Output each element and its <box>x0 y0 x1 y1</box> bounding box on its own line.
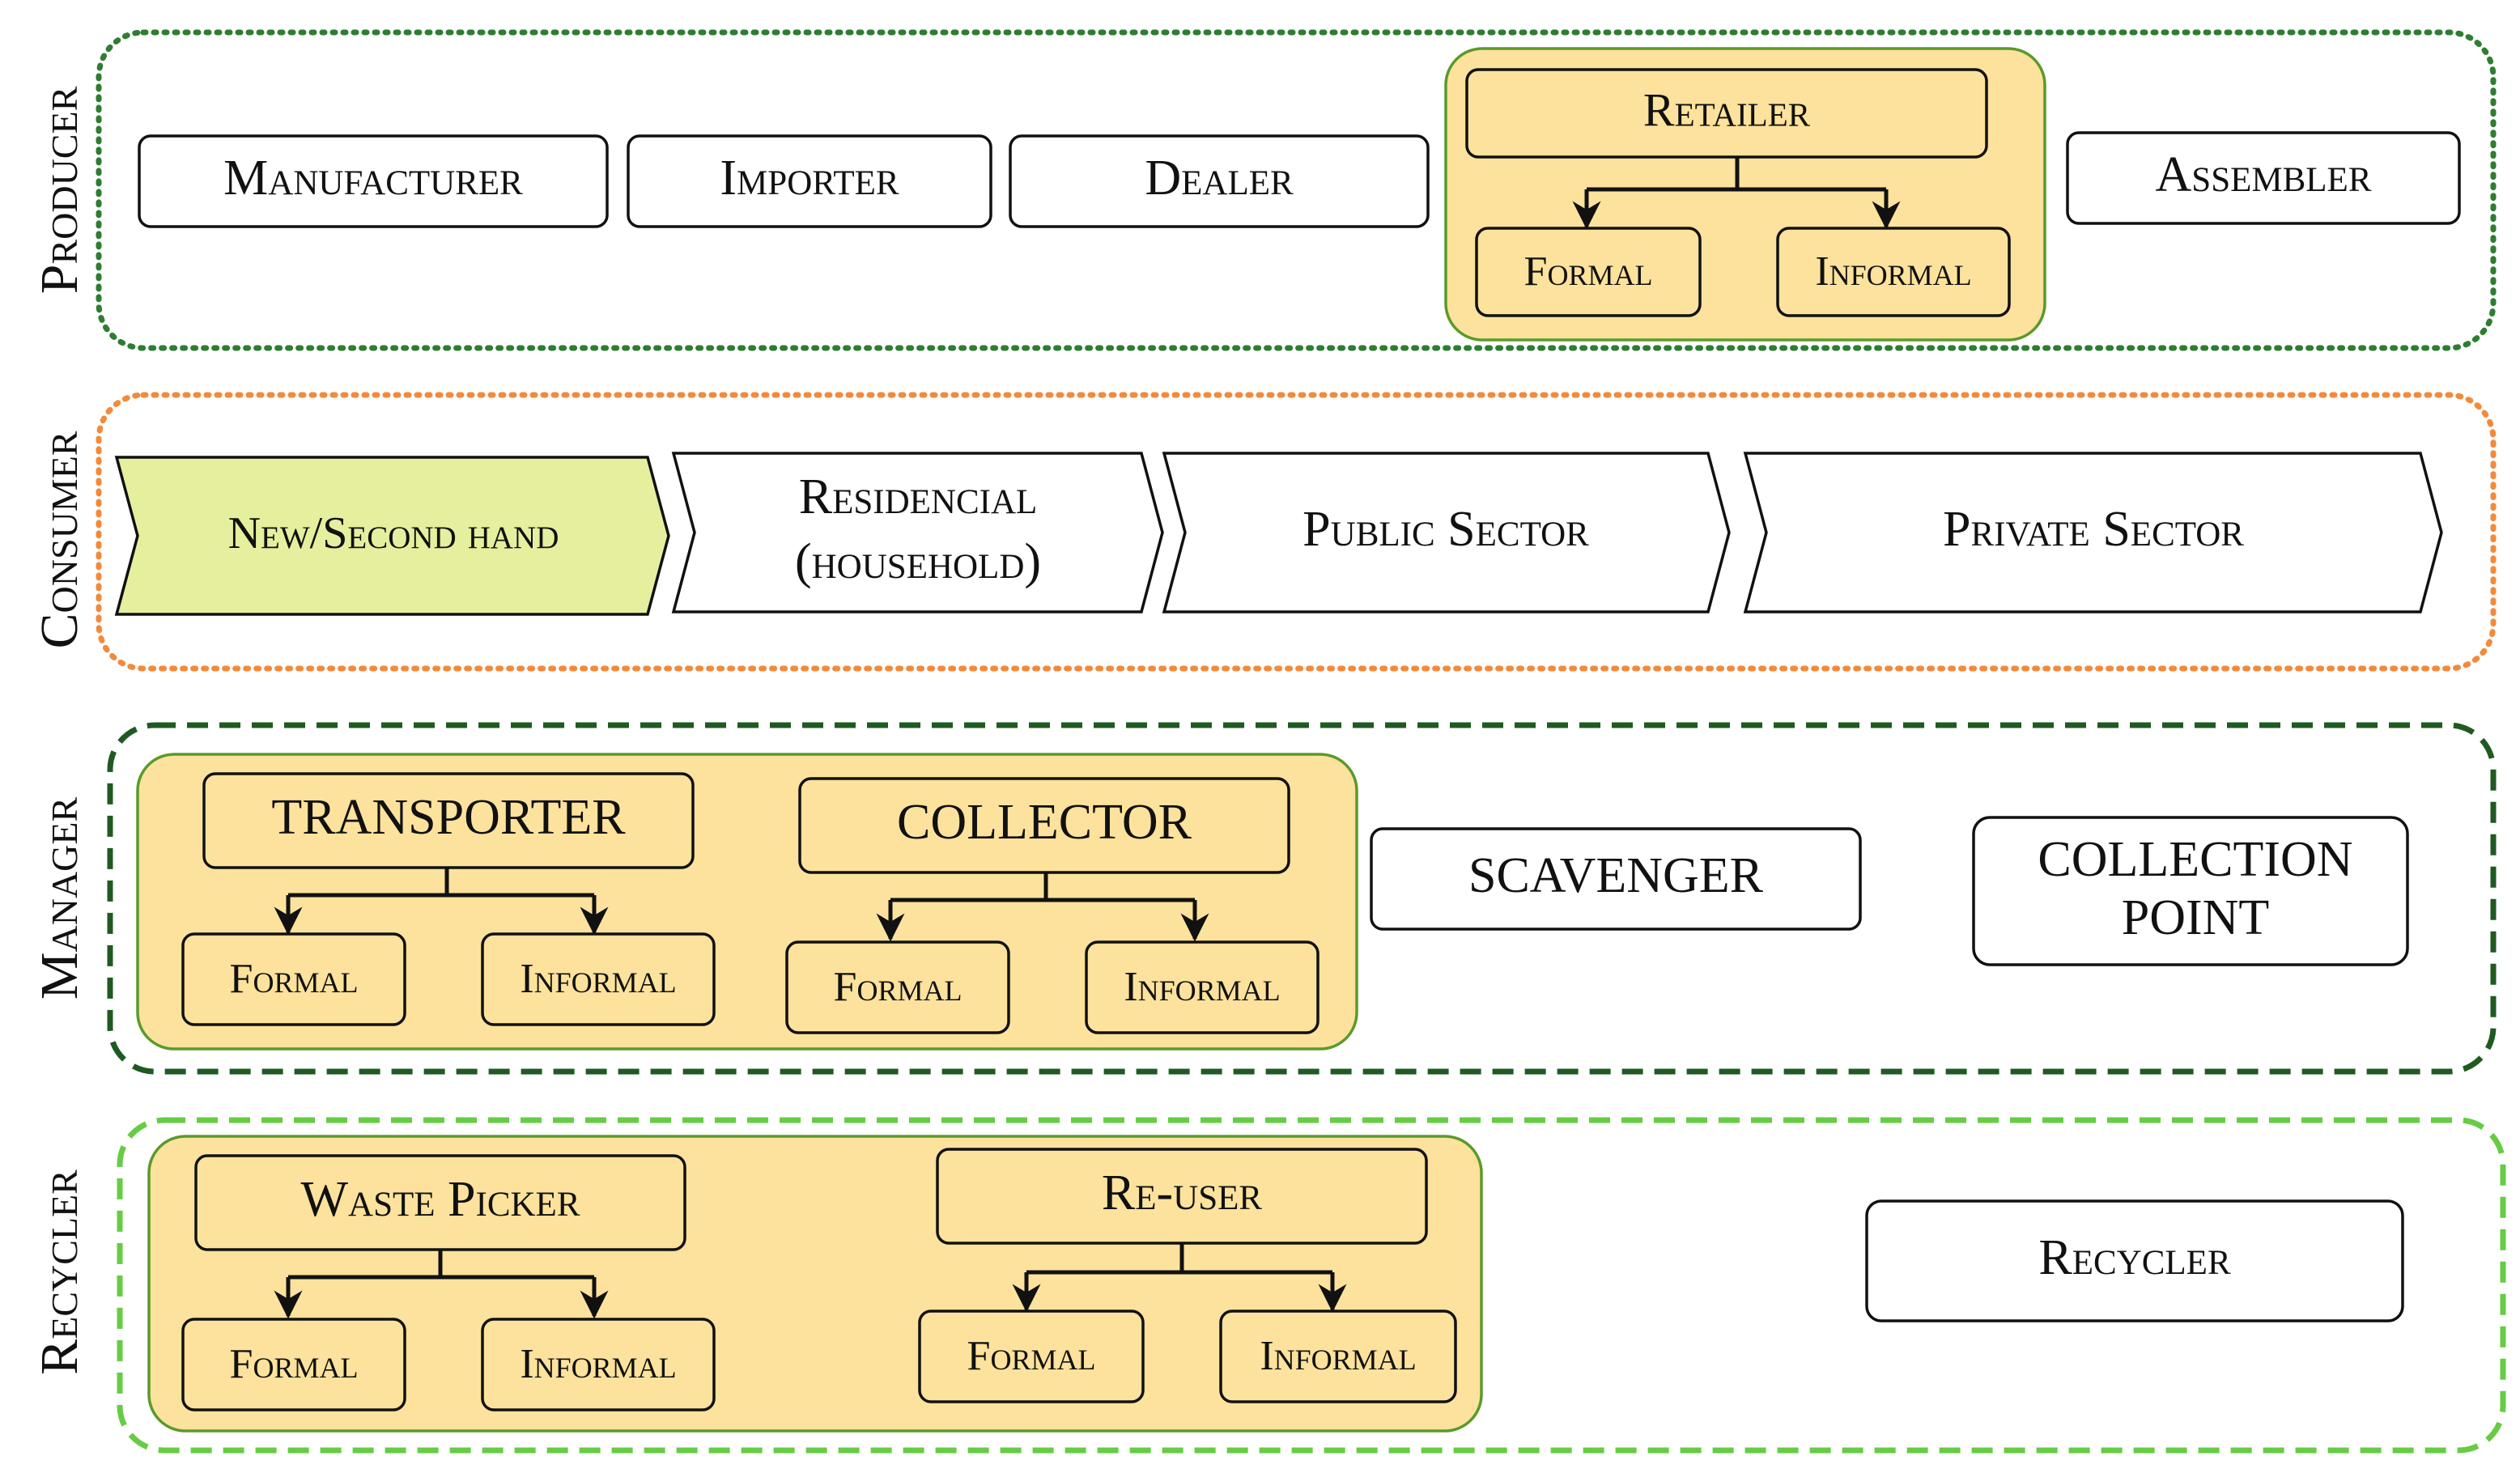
waste-picker-formal-box <box>181 1318 406 1411</box>
public-sector-chevron <box>1162 452 1731 613</box>
recycler-band <box>117 1117 2506 1454</box>
residencial-label-line1: Residencial <box>799 469 1038 524</box>
re-user-formal-box <box>918 1310 1145 1403</box>
collector-informal-box <box>1085 940 1319 1034</box>
recycler-box-label: Recycler <box>2038 1230 2231 1285</box>
transporter-informal-box <box>481 932 716 1026</box>
retailer-formal-label: Formal <box>1524 248 1653 295</box>
importer-box <box>627 134 992 228</box>
manager-band <box>107 722 2497 1075</box>
retailer-informal-box <box>1776 227 2011 317</box>
recycler-section-label: Recycler <box>30 1169 89 1375</box>
waste-picker-informal-box <box>481 1318 716 1411</box>
transporter-formal-box <box>181 932 406 1026</box>
collector-connector <box>890 872 1195 902</box>
manufacturer-label: Manufacturer <box>223 151 523 206</box>
scavenger-label: SCAVENGER <box>1468 848 1764 903</box>
recycler-section: Recycler Waste Picker Formal Informal Re… <box>30 1117 2506 1454</box>
waste-picker-formal-label: Formal <box>230 1341 359 1387</box>
manager-label: Manager <box>30 797 89 1000</box>
importer-label: Importer <box>720 151 899 206</box>
new-second-hand-chevron <box>114 456 670 616</box>
residencial-chevron <box>671 452 1164 613</box>
waste-picker-label: Waste Picker <box>301 1172 580 1227</box>
private-sector-label: Private Sector <box>1943 502 2244 557</box>
dealer-box <box>1009 134 1430 228</box>
producer-band <box>96 29 2497 351</box>
transporter-connector <box>288 868 594 898</box>
re-user-informal-label: Informal <box>1260 1333 1416 1379</box>
recycler-box <box>1865 1199 2404 1322</box>
waste-picker-informal-label: Informal <box>520 1341 676 1387</box>
producer-label: Producer <box>30 86 89 294</box>
re-user-informal-box <box>1219 1310 1457 1403</box>
re-user-formal-label: Formal <box>967 1333 1096 1379</box>
assembler-box <box>2066 131 2461 225</box>
collector-informal-label: Informal <box>1124 964 1280 1010</box>
assembler-label: Assembler <box>2156 147 2372 202</box>
retailer-connector <box>1587 157 1886 192</box>
consumer-section: Consumer New/Second hand Residencial (ho… <box>30 392 2497 672</box>
collector-formal-box <box>785 940 1010 1034</box>
new-second-hand-label: New/Second hand <box>228 508 559 558</box>
collector-formal-label: Formal <box>834 964 963 1010</box>
public-sector-label: Public Sector <box>1302 502 1589 557</box>
collector-label: COLLECTOR <box>897 795 1192 850</box>
producer-section: Producer Manufacturer Importer Dealer Re… <box>30 29 2497 351</box>
consumer-label: Consumer <box>30 431 89 648</box>
retailer-formal-box <box>1475 227 1702 317</box>
manager-section: Manager TRANSPORTER Formal Informal COLL… <box>30 722 2497 1075</box>
collection-point-box <box>1972 816 2409 966</box>
waste-picker-connector <box>288 1250 594 1280</box>
retailer-box <box>1465 68 1988 159</box>
transporter-formal-label: Formal <box>230 956 359 1002</box>
retailer-informal-label: Informal <box>1815 248 1971 295</box>
consumer-band <box>96 392 2497 672</box>
retailer-label: Retailer <box>1643 83 1811 136</box>
scavenger-box <box>1370 827 1862 931</box>
dealer-label: Dealer <box>1145 151 1294 206</box>
private-sector-chevron <box>1743 452 2443 613</box>
re-user-connector <box>1026 1243 1332 1275</box>
collection-point-label-line1: COLLECTION <box>2038 832 2352 887</box>
residencial-label-line2: (household) <box>795 534 1041 589</box>
collection-point-label-line2: POINT <box>2122 890 2270 945</box>
manufacturer-box <box>138 134 609 228</box>
re-user-label: Re-user <box>1102 1165 1263 1220</box>
transporter-informal-label: Informal <box>520 956 676 1002</box>
transporter-label: TRANSPORTER <box>271 790 626 845</box>
